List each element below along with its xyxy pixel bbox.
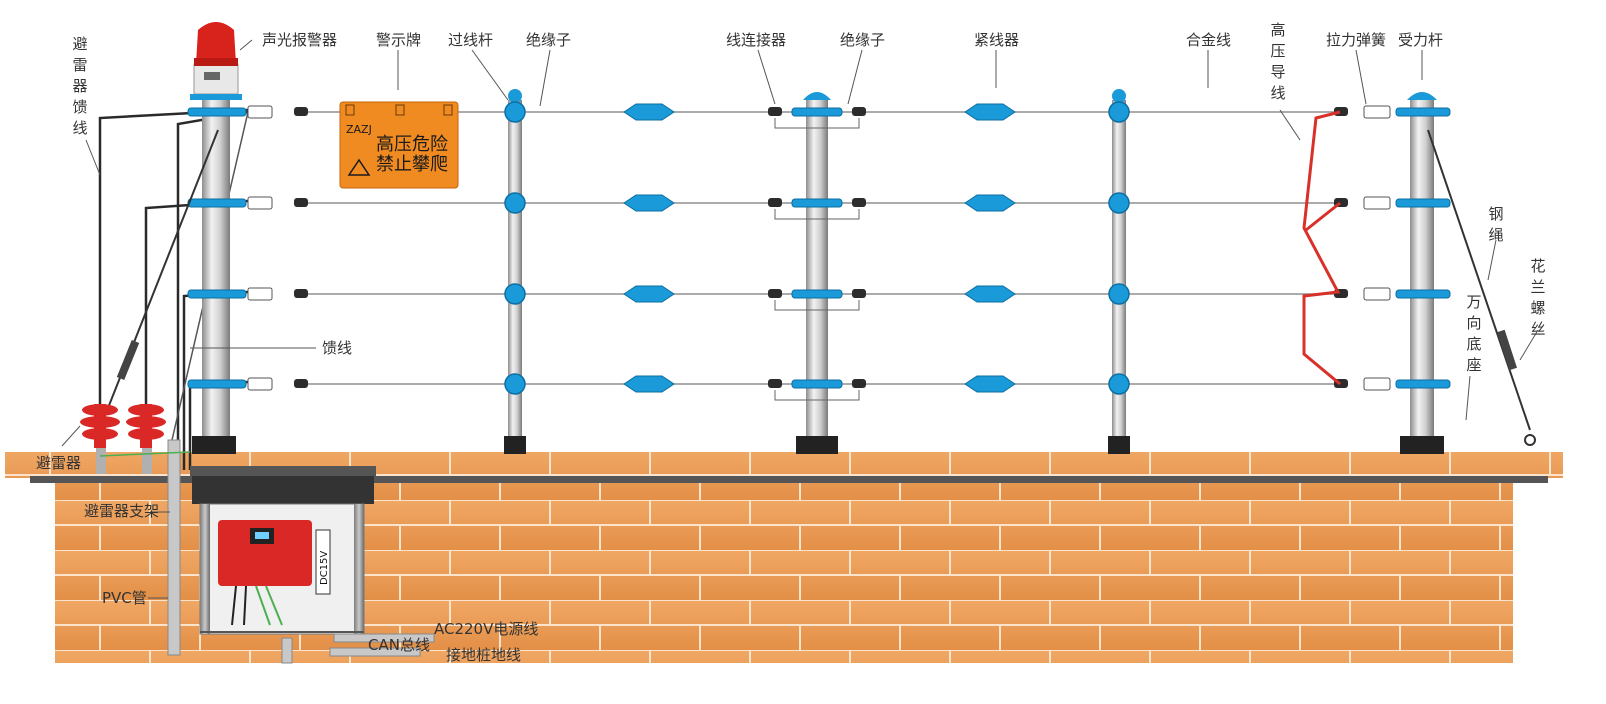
- lightning-arresters: [80, 404, 191, 474]
- hv-lead-wire: [1302, 110, 1341, 386]
- warning-sign: ZAZJ 高压危险 禁止攀爬: [339, 101, 459, 189]
- sign-line2: 禁止攀爬: [376, 154, 448, 175]
- label-ground-wire: 接地桩地线: [446, 646, 522, 664]
- label-hv-lead: 高压导线: [1270, 21, 1286, 102]
- label-can-bus: CAN总线: [368, 636, 430, 654]
- leader-lines: [61, 39, 1539, 599]
- sign-brand: ZAZJ: [346, 123, 372, 136]
- label-tensioner: 紧线器: [974, 31, 1020, 49]
- label-feed-line: 馈线: [322, 339, 353, 357]
- label-insulator-2: 绝缘子: [840, 31, 886, 49]
- label-turnbuckle: 花兰螺丝: [1530, 257, 1546, 338]
- pole-brackets: [187, 107, 1451, 389]
- wire-connector-bridges: [774, 118, 860, 401]
- label-wire-connector: 线连接器: [726, 31, 787, 49]
- alarm-light: [190, 22, 242, 100]
- end-insulators: [294, 107, 1348, 388]
- label-steel-rope: 钢绳: [1488, 205, 1504, 244]
- pass-insulators: [504, 101, 1130, 395]
- turnbuckles: [116, 329, 1536, 446]
- label-tension-spring: 拉力弹簧: [1326, 31, 1387, 49]
- label-pvc-pipe: PVC管: [102, 589, 147, 607]
- label-ac-power: AC220V电源线: [434, 620, 539, 638]
- host-dc-label: DC15V: [319, 551, 330, 585]
- label-warning-sign: 警示牌: [376, 31, 422, 49]
- label-arrester-bracket: 避雷器支架: [84, 502, 160, 520]
- label-stress-pole: 受力杆: [1398, 31, 1444, 49]
- pvc-pipe: [167, 439, 181, 656]
- label-alloy-wire: 合金线: [1186, 31, 1232, 49]
- label-arrester: 避雷器: [36, 454, 82, 472]
- label-universal-base: 万向底座: [1466, 293, 1482, 374]
- label-alarm: 声光报警器: [262, 31, 338, 49]
- tension-springs: [247, 105, 1391, 391]
- label-arrester-feed: 避雷器馈线: [72, 35, 88, 137]
- sign-line1: 高压危险: [376, 134, 448, 155]
- cable-exits: [281, 633, 435, 664]
- tensioners: [623, 103, 1016, 393]
- host-box: DC15V: [190, 466, 376, 635]
- label-pass-pole: 过线杆: [448, 31, 494, 49]
- label-insulator-1: 绝缘子: [526, 31, 572, 49]
